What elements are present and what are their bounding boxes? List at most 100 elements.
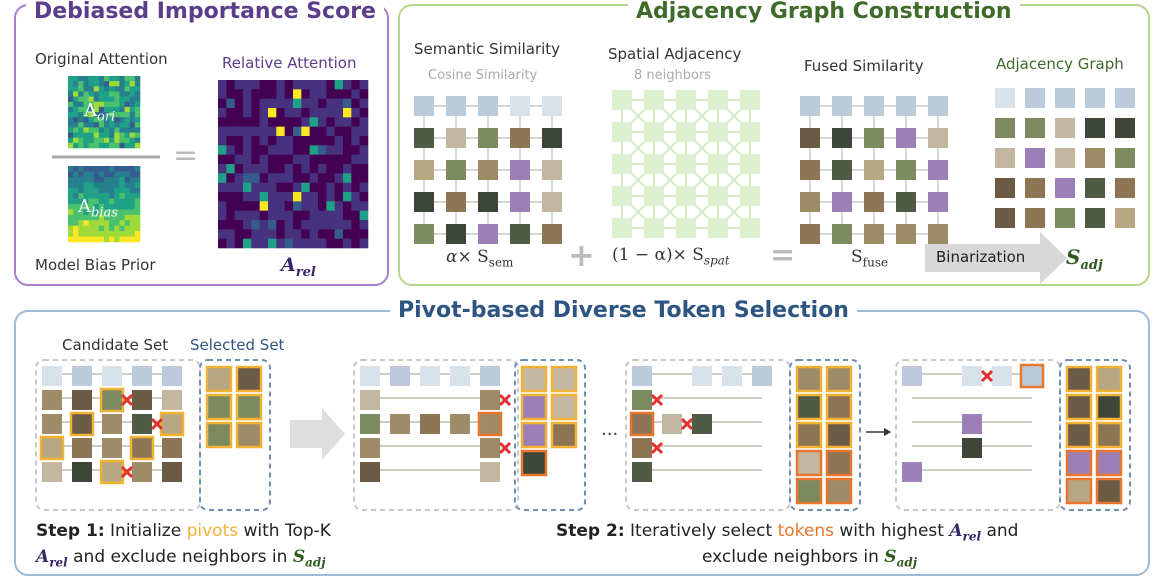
- image-token: [450, 366, 470, 386]
- image-token: [542, 128, 562, 148]
- heatmap-cell: [268, 154, 277, 165]
- fused-grid: [800, 96, 948, 244]
- heatmap-cell: [73, 96, 79, 103]
- heatmap-cell: [251, 192, 260, 202]
- heatmap-cell: [78, 132, 84, 139]
- heatmap-cell: [301, 80, 310, 90]
- heatmap-cell: [88, 106, 95, 113]
- heatmap-cell: [268, 201, 277, 211]
- heatmap-cell: [301, 220, 310, 230]
- heatmap-cell: [119, 236, 125, 243]
- heatmap-cell: [119, 91, 125, 97]
- image-token: [102, 414, 122, 434]
- image-token: [962, 366, 982, 386]
- spatial-node: [740, 186, 760, 206]
- heatmap-cell: [129, 209, 136, 216]
- heatmap-cell: [276, 173, 285, 183]
- heatmap-cell: [68, 198, 74, 205]
- selected-token-box: [550, 365, 578, 393]
- heatmap-cell: [114, 112, 120, 118]
- heatmap-cell: [251, 89, 260, 99]
- heatmap-cell: [218, 220, 227, 230]
- heatmap-cell: [351, 173, 360, 183]
- heatmap-cell: [124, 231, 131, 237]
- selected-token-box: [1095, 393, 1123, 421]
- heatmap-cell: [251, 80, 260, 90]
- heatmap-cell: [293, 108, 302, 118]
- heatmap-cell: [326, 145, 335, 155]
- heatmap-cell: [251, 108, 260, 118]
- heatmap-cell: [98, 112, 105, 118]
- heatmap-cell: [226, 164, 235, 174]
- image-token: [632, 462, 652, 482]
- heatmap-cell: [124, 204, 131, 210]
- heatmap-cell: [259, 164, 269, 174]
- heatmap-cell: [318, 117, 327, 127]
- heatmap-cell: [88, 236, 95, 243]
- heatmap-cell: [276, 98, 285, 109]
- image-token: [450, 414, 470, 434]
- heatmap-cell: [226, 220, 235, 230]
- highlight-box: [69, 411, 95, 437]
- heatmap-cell: [98, 127, 105, 133]
- heatmap-cell: [259, 145, 269, 155]
- heatmap-cell: [326, 126, 335, 137]
- image-token: [995, 148, 1015, 168]
- heatmap-cell: [88, 225, 95, 232]
- heatmap-cell: [119, 132, 125, 139]
- heatmap-cell: [343, 98, 352, 109]
- heatmap-cell: [259, 98, 269, 109]
- heatmap-cell: [301, 154, 310, 165]
- heatmap-cell: [284, 136, 294, 146]
- heatmap-cell: [98, 142, 105, 149]
- heatmap-cell: [68, 204, 74, 210]
- image-token: [1025, 88, 1045, 108]
- heatmap-cell: [276, 126, 285, 137]
- heatmap-cell: [129, 101, 136, 108]
- heatmap-cell: [78, 193, 84, 199]
- heatmap-cell: [218, 238, 227, 249]
- heatmap-cell: [134, 193, 141, 199]
- heatmap-cell: [114, 220, 120, 227]
- heatmap-cell: [318, 192, 327, 202]
- heatmap-cell: [109, 187, 115, 194]
- heatmap-cell: [334, 89, 344, 99]
- selected-token-box: [205, 393, 233, 421]
- heatmap-cell: [114, 76, 120, 82]
- image-token: [208, 424, 230, 446]
- heatmap-cell: [134, 187, 141, 194]
- heatmap-cell: [78, 76, 84, 82]
- step1-line2: Arel and exclude neighbors in Sadj: [36, 547, 326, 570]
- heatmap-cell: [124, 81, 131, 87]
- heatmap-cell: [351, 80, 360, 90]
- heatmap-cell: [343, 126, 352, 137]
- heatmap-cell: [293, 173, 302, 183]
- heatmap-cell: [301, 145, 310, 155]
- image-token: [1055, 178, 1075, 198]
- eight-neighbors-label: 8 neighbors: [634, 68, 712, 83]
- heatmap-cell: [114, 106, 120, 113]
- heatmap-cell: [98, 101, 105, 108]
- selected-token-box: [825, 393, 853, 421]
- heatmap-cell: [109, 132, 115, 139]
- heatmap-cell: [326, 238, 335, 249]
- heatmap-cell: [104, 81, 110, 87]
- heatmap-cell: [268, 117, 277, 127]
- heatmap-cell: [78, 231, 84, 237]
- heatmap-cell: [119, 220, 125, 227]
- heatmap-cell: [83, 117, 89, 123]
- set-frame: [789, 359, 861, 511]
- heatmap-cell: [83, 106, 89, 113]
- image-token: [238, 396, 260, 418]
- heatmap-cell: [68, 220, 74, 227]
- heatmap-cell: [88, 166, 95, 172]
- heatmap-cell: [129, 220, 136, 227]
- heatmap-cell: [359, 108, 369, 118]
- heatmap-cell: [234, 145, 244, 155]
- heatmap-cell: [309, 182, 319, 193]
- heatmap-cell: [134, 76, 141, 82]
- image-token: [542, 96, 562, 116]
- image-token: [1115, 208, 1135, 228]
- ellipsis: ···: [601, 424, 619, 445]
- heatmap-cell: [268, 173, 277, 183]
